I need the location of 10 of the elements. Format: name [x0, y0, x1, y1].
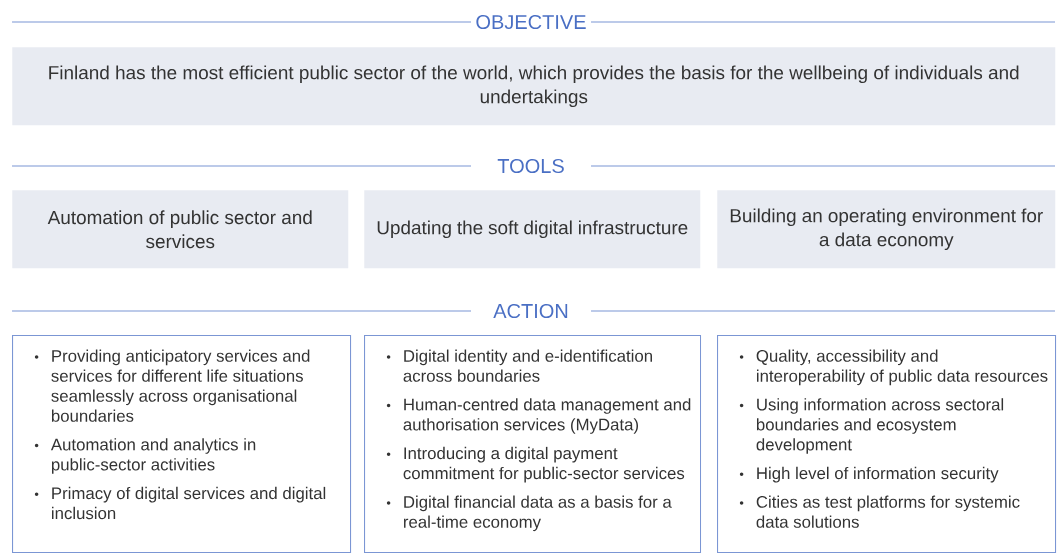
section-heading: ACTION	[493, 303, 568, 319]
tool-box: Automation of public sector and services	[12, 190, 349, 269]
action-list-box: Providing anticipatory services and services for different life situations seamlessly across organisational boundaries Automation and analytics in public-sector activities Primacy of digital services and digital inclusion	[12, 335, 352, 553]
tool-box: Building an operating environment for a data economy	[717, 190, 1056, 269]
action-list-box: Digital identity and e-identification across boundaries Human-centred data management and authorisation services (MyData) Introducing a digital payment commitment for public-sector services Digital financial data as a basis for a real-time economy	[364, 335, 702, 553]
section-heading: TOOLS	[497, 158, 564, 174]
objective-box: Finland has the most efficient public sector of the world, which provides the basis for the wellbeing of individuals and undertakings	[12, 47, 1056, 126]
tool-box: Updating the soft digital infrastructure	[364, 190, 701, 269]
action-list-box: Quality, accessibility and interoperability of public data resources Using information across sectoral boundaries and ecosystem development High level of information security Cities as test platforms for systemic data solutions	[717, 335, 1057, 553]
section-heading: OBJECTIVE	[476, 14, 586, 30]
